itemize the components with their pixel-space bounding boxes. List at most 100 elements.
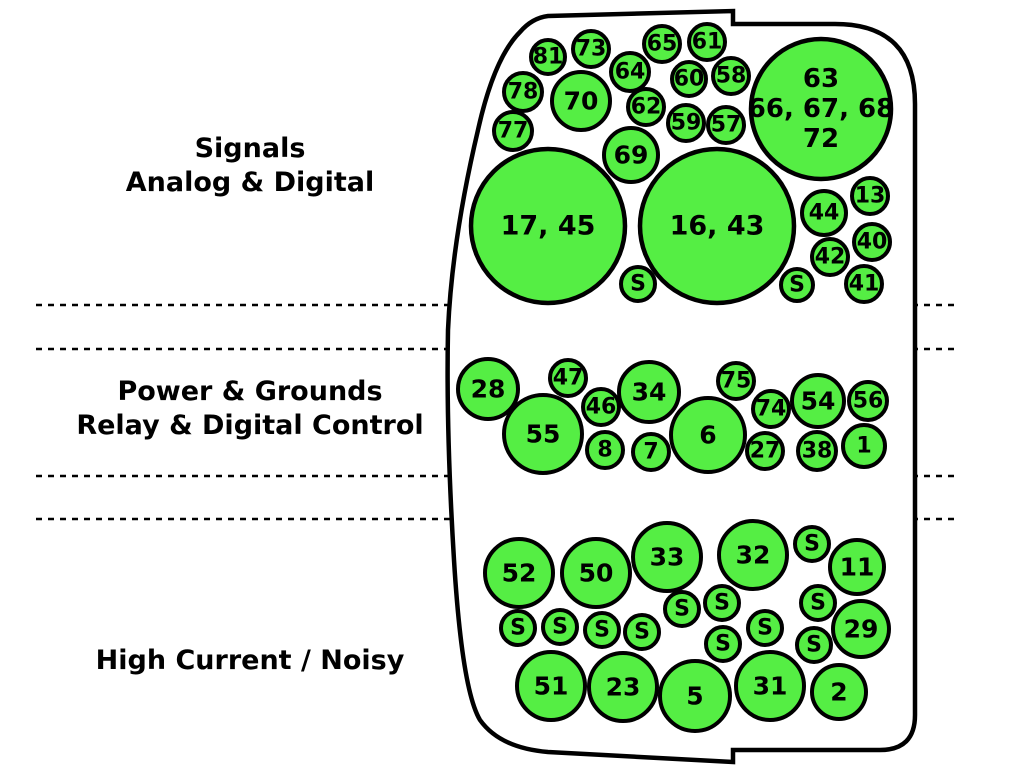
wire-label: 44 <box>809 201 840 226</box>
wire-circle <box>617 360 681 424</box>
wire-circle <box>585 430 625 470</box>
wire-circle <box>529 38 567 76</box>
wire-6: 6 <box>669 396 747 474</box>
wire-circle <box>810 663 868 721</box>
wire-label: 69 <box>614 141 649 170</box>
wire-shield: S <box>703 584 741 622</box>
wire-label: 27 <box>750 439 781 464</box>
wire-47: 47 <box>548 358 588 398</box>
wire-circle <box>669 396 747 474</box>
wire-62: 62 <box>626 87 666 127</box>
wire-circle <box>745 431 785 471</box>
wire-label: 81 <box>533 45 564 70</box>
wire-circle <box>619 265 657 303</box>
wire-shield: S <box>619 265 657 303</box>
wire-33: 33 <box>631 521 703 593</box>
wire-circle <box>793 525 831 563</box>
wire-label: 59 <box>671 111 702 136</box>
wire-40: 40 <box>852 222 892 262</box>
wire-34: 34 <box>617 360 681 424</box>
wire-shield: S <box>704 625 742 663</box>
wire-label: 65 <box>647 32 678 57</box>
wire-label: 32 <box>736 541 771 570</box>
wire-circle <box>666 103 706 143</box>
wire-label: 61 <box>692 30 723 55</box>
wire-78: 78 <box>502 71 544 113</box>
wire-46: 46 <box>581 387 621 427</box>
wire-label: 51 <box>534 672 569 701</box>
wire-69: 69 <box>602 126 660 184</box>
wire-circle <box>790 373 846 429</box>
wire-shield: S <box>746 609 784 647</box>
wire-label: 62 <box>631 95 662 120</box>
wire-label: 55 <box>526 420 561 449</box>
wire-51: 51 <box>515 650 587 722</box>
wire-label: S <box>789 273 805 298</box>
wire-label: 33 <box>650 543 685 572</box>
zone-label-line: Power & Grounds <box>117 376 383 407</box>
wire-circle <box>499 609 537 647</box>
zone-label-power: Power & Grounds Relay & Digital Control <box>60 375 440 443</box>
wire-circle <box>841 423 887 469</box>
wire-label: 47 <box>553 366 584 391</box>
wire-label: 52 <box>502 559 537 588</box>
wire-label: 13 <box>855 184 886 209</box>
wire-label: 56 <box>853 389 884 414</box>
zone-label-high-current: High Current / Noisy <box>80 644 420 678</box>
wire-circle <box>751 389 791 429</box>
wire-circle <box>844 264 884 304</box>
wire-circle <box>502 71 544 113</box>
wire-label: 17, 45 <box>501 211 596 242</box>
wire-label: 50 <box>579 559 614 588</box>
wire-circle <box>711 56 751 96</box>
wire-circle <box>704 625 742 663</box>
wire-circle <box>468 146 628 306</box>
wire-shield: S <box>499 609 537 647</box>
wire-5: 5 <box>658 659 732 733</box>
wire-label: 34 <box>632 378 667 407</box>
wire-label: S <box>810 591 826 616</box>
wire-label: 58 <box>716 64 747 89</box>
wire-label: S <box>510 616 526 641</box>
wire-56: 56 <box>847 380 889 422</box>
wire-circle <box>560 537 632 609</box>
wire-circle <box>658 659 732 733</box>
wire-circle <box>637 146 797 306</box>
wire-circle <box>810 237 850 277</box>
wire-8: 8 <box>585 430 625 470</box>
wire-label: S <box>714 591 730 616</box>
wire-77: 77 <box>492 110 534 152</box>
wire-label: 1 <box>856 434 871 459</box>
wire-circle <box>502 393 584 475</box>
wire-label: 74 <box>756 397 787 422</box>
wire-label: 5 <box>686 682 703 711</box>
wire-circle <box>492 110 534 152</box>
wire-label: 16, 43 <box>670 211 765 242</box>
zone-label-line: Relay & Digital Control <box>76 410 424 441</box>
wire-circle <box>748 36 894 182</box>
wire-circle <box>456 357 520 421</box>
wire-circle <box>609 51 651 93</box>
wire-label: S <box>804 532 820 557</box>
wire-label: 75 <box>721 369 752 394</box>
wire-61: 61 <box>687 22 727 62</box>
zone-label-line: Analog & Digital <box>125 167 375 198</box>
wire-circle <box>779 267 815 303</box>
wire-58: 58 <box>711 56 751 96</box>
wire-44: 44 <box>800 189 848 237</box>
wire-shield: S <box>663 590 701 628</box>
zone-label-line: High Current / Noisy <box>95 645 405 676</box>
wire-16: 16, 43 <box>637 146 797 306</box>
wire-label: 28 <box>471 375 506 404</box>
wire-shield: S <box>779 267 815 303</box>
wire-label: 6 <box>699 421 716 450</box>
wire-59: 59 <box>666 103 706 143</box>
wire-74: 74 <box>751 389 791 429</box>
wire-64: 64 <box>609 51 651 93</box>
wire-circle <box>850 176 890 216</box>
zone-label-signals: Signals Analog & Digital <box>90 132 410 200</box>
wire-circle <box>515 650 587 722</box>
wire-54: 54 <box>790 373 846 429</box>
wire-label: 11 <box>840 553 875 582</box>
